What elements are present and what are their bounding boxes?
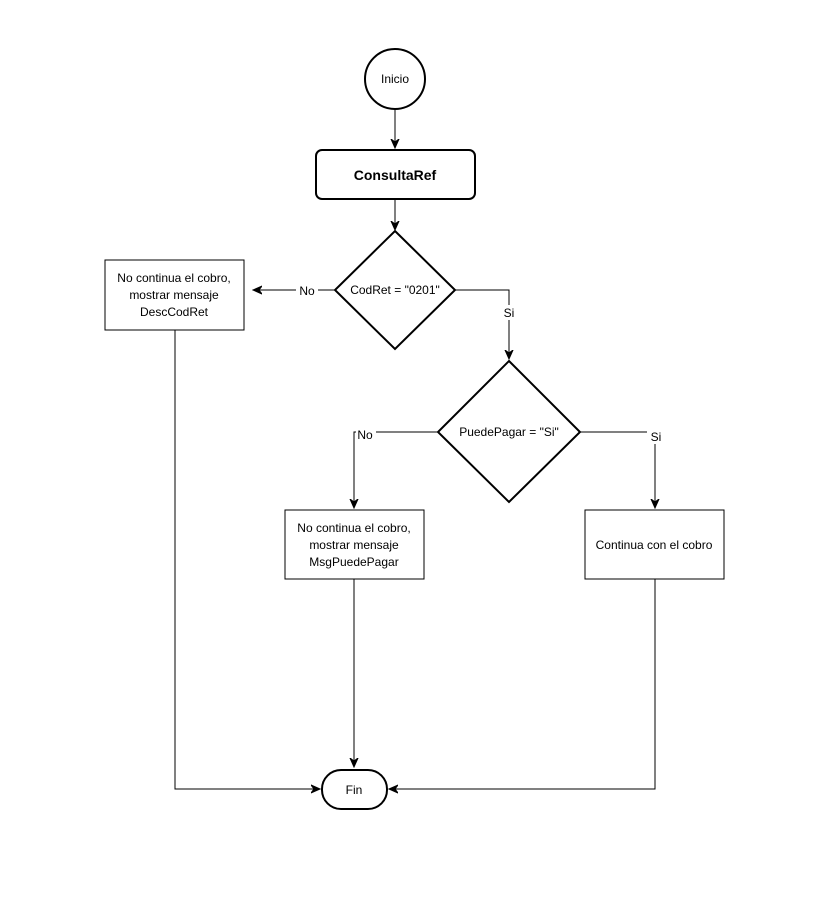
start-node-label: Inicio — [381, 72, 409, 86]
edge-label-d2-si: Si — [651, 430, 662, 444]
continua-cobro-label: Continua con el cobro — [596, 538, 713, 552]
process-consulta-ref-label: ConsultaRef — [354, 167, 437, 183]
edge-decision2-no — [354, 431, 438, 508]
no-continua-desccodret-line1: No continua el cobro, — [117, 271, 230, 285]
edge-decision2-si — [580, 431, 655, 508]
process-continua-cobro: Continua con el cobro — [584, 509, 725, 580]
start-node: Inicio — [364, 48, 426, 110]
end-node-label: Fin — [346, 783, 363, 797]
edge-label-d2-no: No — [357, 428, 373, 442]
decision-codret-label: CodRet = "0201" — [350, 283, 440, 297]
edge-label-d1-si: Si — [504, 306, 515, 320]
edge-nocobro1-to-fin — [174, 330, 320, 789]
edge-labels: No Si No Si — [296, 283, 665, 444]
no-continua-msgpuedepagar-line2: mostrar mensaje — [309, 538, 399, 552]
edge-label-d1-no: No — [299, 284, 315, 298]
decision-puedepagar: PuedePagar = "Si" — [436, 359, 582, 504]
decision-puedepagar-label: PuedePagar = "Si" — [459, 425, 559, 439]
process-consulta-ref: ConsultaRef — [315, 149, 476, 200]
no-continua-msgpuedepagar-line3: MsgPuedePagar — [309, 555, 398, 569]
process-no-continua-desccodret: No continua el cobro, mostrar mensaje De… — [104, 259, 245, 331]
no-continua-desccodret-line3: DescCodRet — [140, 305, 209, 319]
edge-decision1-si — [454, 289, 509, 359]
no-continua-desccodret-line2: mostrar mensaje — [129, 288, 219, 302]
edge-continua-to-fin — [389, 579, 656, 789]
process-no-continua-msgpuedepagar: No continua el cobro, mostrar mensaje Ms… — [284, 509, 425, 580]
edges — [174, 110, 656, 789]
no-continua-msgpuedepagar-line1: No continua el cobro, — [297, 521, 410, 535]
end-node: Fin — [321, 769, 388, 810]
decision-codret: CodRet = "0201" — [333, 229, 457, 351]
